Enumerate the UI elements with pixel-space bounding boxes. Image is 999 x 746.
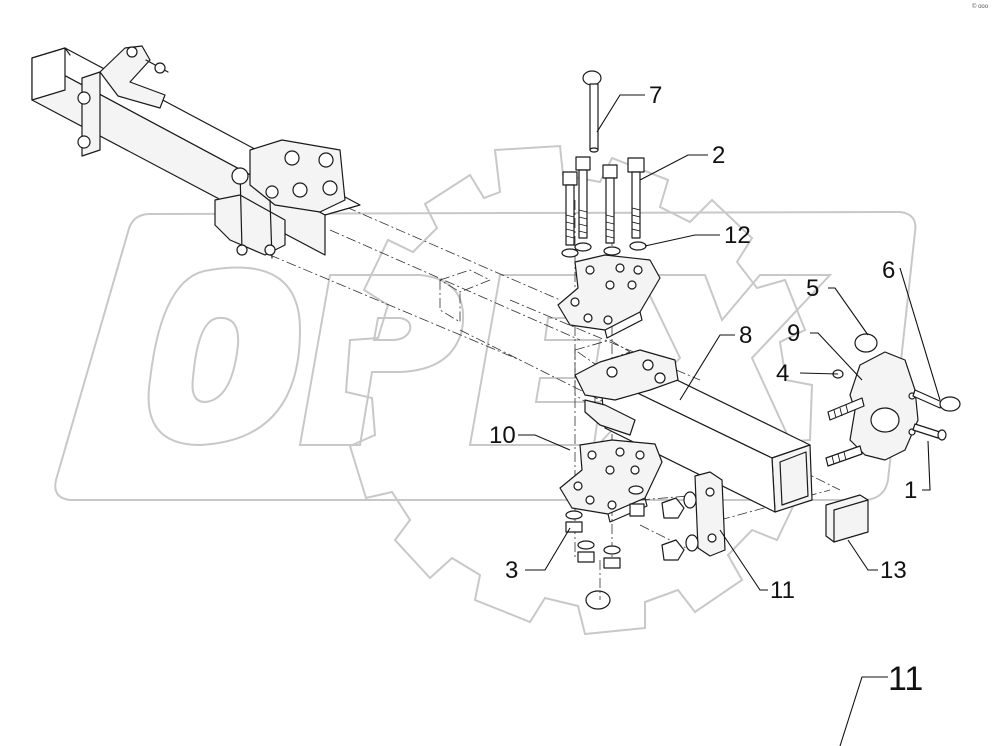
callout-6: 6 bbox=[882, 257, 895, 284]
watermark-letter-p bbox=[298, 274, 465, 446]
corner-mark: © ooo bbox=[972, 3, 989, 10]
callout-11: 11 bbox=[770, 577, 795, 604]
watermark-logo bbox=[54, 144, 917, 636]
callout-2: 2 bbox=[712, 142, 725, 169]
callout-13: 13 bbox=[880, 557, 907, 584]
callout-12: 12 bbox=[724, 222, 751, 249]
hitch-eye-assembly bbox=[825, 333, 961, 467]
callout-4: 4 bbox=[776, 360, 789, 387]
main-frame-beam bbox=[31, 45, 361, 259]
callout-leaders bbox=[518, 94, 941, 746]
callout-labels: 7 2 12 5 6 8 9 4 10 1 3 11 13 11 bbox=[489, 82, 923, 698]
watermark-gear-outline bbox=[344, 144, 814, 636]
end-cap-13 bbox=[825, 494, 869, 543]
hitch-pin-7 bbox=[582, 70, 602, 153]
callout-1: 1 bbox=[904, 477, 917, 504]
long-bolts-2 bbox=[562, 156, 645, 246]
watermark-letter-o bbox=[147, 266, 302, 447]
callout-9: 9 bbox=[787, 320, 800, 347]
callout-8: 8 bbox=[739, 322, 752, 349]
side-plate-11 bbox=[661, 471, 726, 561]
callout-10: 10 bbox=[489, 422, 516, 449]
callout-3: 3 bbox=[505, 557, 518, 584]
drawbar-tube-8 bbox=[574, 349, 813, 513]
bolt-group bbox=[561, 70, 647, 258]
beam-end-cap bbox=[31, 47, 66, 101]
washers-12 bbox=[561, 241, 647, 258]
callout-5: 5 bbox=[806, 275, 819, 302]
upper-clamp-plate bbox=[557, 254, 661, 339]
nuts-washers-3 bbox=[565, 485, 645, 610]
callout-7: 7 bbox=[649, 82, 662, 109]
assembly-centerlines bbox=[269, 199, 841, 600]
callout-11-large: 11 bbox=[888, 660, 923, 698]
lower-clamp-plate-10 bbox=[559, 439, 663, 523]
